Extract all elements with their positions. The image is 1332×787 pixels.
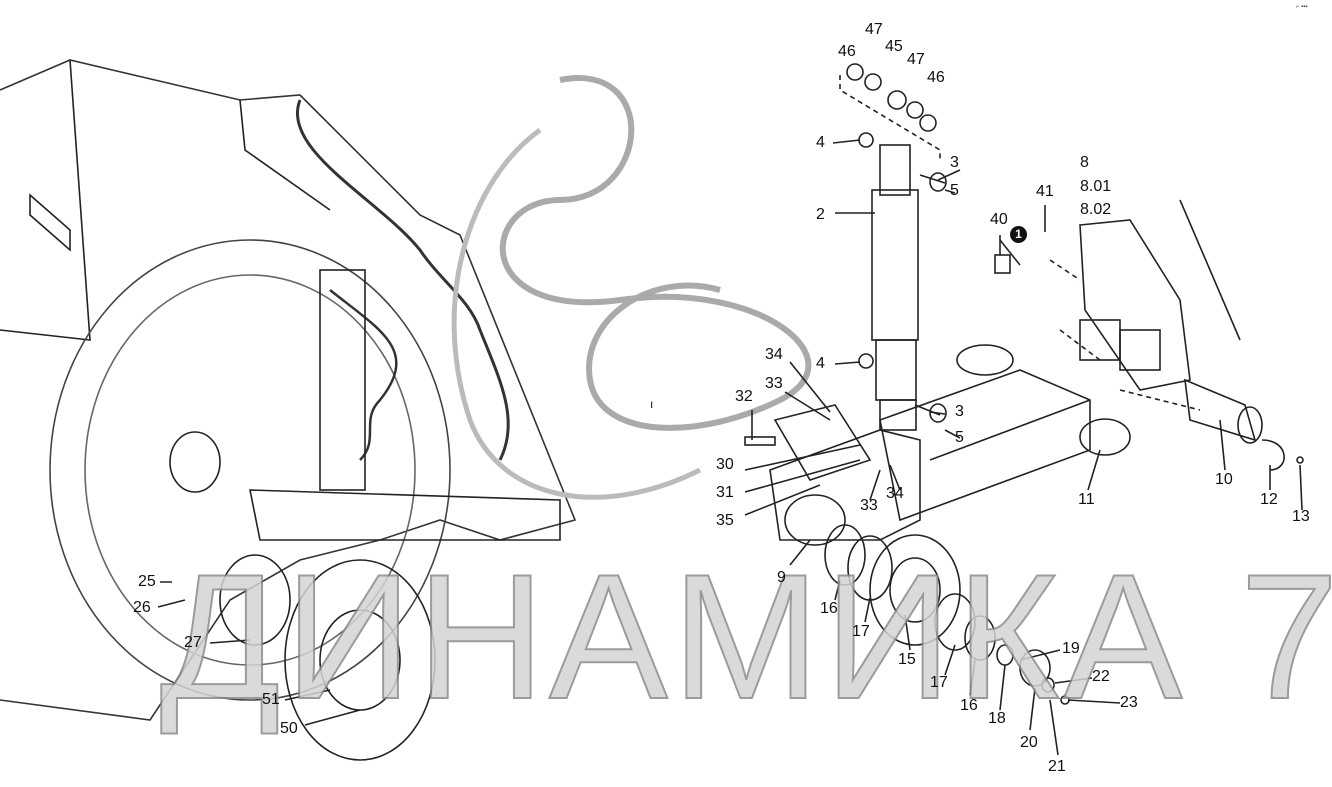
callout-33: 33	[860, 497, 878, 514]
marker: ı	[650, 397, 654, 411]
callout-8-02: 8.02	[1080, 201, 1112, 218]
callout-46: 46	[927, 69, 945, 86]
callout-34: 34	[886, 485, 904, 502]
callout-11: 11	[1078, 491, 1095, 508]
callout-4: 4	[816, 134, 825, 151]
callout-23: 23	[1120, 694, 1138, 711]
callout-33: 33	[765, 375, 783, 392]
callout-34: 34	[765, 346, 783, 363]
callout-46: 46	[838, 43, 856, 60]
callout-3: 3	[955, 403, 964, 420]
callout-45: 45	[885, 38, 903, 55]
callout-5: 5	[955, 429, 964, 446]
callout-19: 19	[1062, 640, 1080, 657]
watermark: ДИНАМИКА 76	[159, 537, 1332, 736]
callout-22: 22	[1092, 668, 1110, 685]
callout-31: 31	[716, 484, 734, 501]
callout-35: 35	[716, 512, 734, 529]
callout-41: 41	[1036, 183, 1054, 200]
callout-17: 17	[852, 623, 870, 640]
callout-47: 47	[865, 21, 883, 38]
callout-18: 18	[988, 710, 1006, 727]
corner-note: ⌐ ▪▪▪	[1296, 4, 1308, 10]
note-badge: 1	[1010, 226, 1027, 243]
callout-21: 21	[1048, 758, 1066, 775]
callout-3: 3	[950, 154, 959, 171]
callout-26: 26	[133, 599, 151, 616]
callout-2: 2	[816, 206, 825, 223]
callout-16: 16	[820, 600, 838, 617]
callout-51: 51	[262, 691, 280, 708]
callout-13: 13	[1292, 508, 1310, 525]
callout-30: 30	[716, 456, 734, 473]
callout-20: 20	[1020, 734, 1038, 751]
callout-47: 47	[907, 51, 925, 68]
callout-25: 25	[138, 573, 156, 590]
callout-32: 32	[735, 388, 753, 405]
callout-50: 50	[280, 720, 298, 737]
callout-9: 9	[777, 569, 786, 586]
callout-12: 12	[1260, 491, 1278, 508]
callout-40: 40	[990, 211, 1008, 228]
callout-27: 27	[184, 634, 202, 651]
callout-4: 4	[816, 355, 825, 372]
callout-10: 10	[1215, 471, 1233, 488]
callout-5: 5	[950, 182, 959, 199]
callout-16: 16	[960, 697, 978, 714]
callout-17: 17	[930, 674, 948, 691]
callout-8: 8	[1080, 154, 1089, 171]
callout-15: 15	[898, 651, 916, 668]
callout-8-01: 8.01	[1080, 178, 1112, 195]
